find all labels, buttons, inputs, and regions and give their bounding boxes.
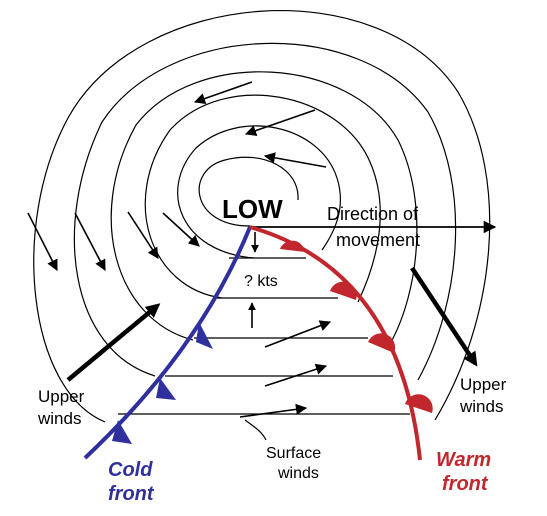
- upper-winds-arrow-left: [66, 303, 161, 382]
- circulation-arrows: [27, 81, 332, 418]
- upper-winds-arrow-right: [410, 266, 478, 367]
- speed-label: ? kts: [244, 273, 278, 290]
- direction-label-line2: movement: [336, 230, 420, 250]
- warm-front-semicircle: [405, 394, 433, 413]
- surface-winds-line1: Surface: [266, 445, 321, 462]
- cold-front-triangle: [196, 322, 213, 349]
- isobar-1: [198, 156, 299, 227]
- surface-winds-line2: winds: [277, 465, 319, 482]
- warm-front-semicircle: [330, 281, 357, 300]
- warm-front: [249, 225, 433, 461]
- flow-arrow: [162, 212, 200, 247]
- direction-label-line1: Direction of: [327, 204, 419, 224]
- warm-front-line2: front: [442, 473, 489, 495]
- flow-arrow: [264, 320, 332, 348]
- surface-winds-leader: [244, 419, 267, 441]
- isobar-3: [144, 94, 381, 303]
- flow-arrow: [27, 212, 58, 271]
- flow-arrow: [264, 363, 328, 387]
- low-label: LOW: [222, 194, 283, 224]
- cold-front-triangle: [156, 378, 176, 400]
- cold-front-triangle: [112, 420, 132, 444]
- flow-arrow: [127, 211, 159, 259]
- flow-arrow: [263, 152, 327, 168]
- cold-front-line1: Cold: [108, 459, 153, 481]
- upper-winds-right-line2: winds: [459, 397, 503, 416]
- cold-front: [83, 226, 252, 460]
- flow-arrow: [244, 109, 316, 136]
- upper-winds-left-line2: winds: [37, 409, 81, 428]
- isobar-5: [73, 42, 457, 381]
- warm-front-line1: Warm: [436, 449, 491, 471]
- warm-front-semicircle: [368, 333, 396, 353]
- flow-arrow: [239, 403, 308, 418]
- isobar-2: [177, 125, 341, 259]
- upper-winds-right-line1: Upper: [460, 375, 507, 394]
- warm-front-semicircle: [280, 240, 305, 252]
- flow-arrow: [74, 212, 106, 271]
- upper-winds-left-line1: Upper: [38, 387, 85, 406]
- cold-front-line2: front: [108, 483, 155, 505]
- flow-arrow: [193, 81, 253, 104]
